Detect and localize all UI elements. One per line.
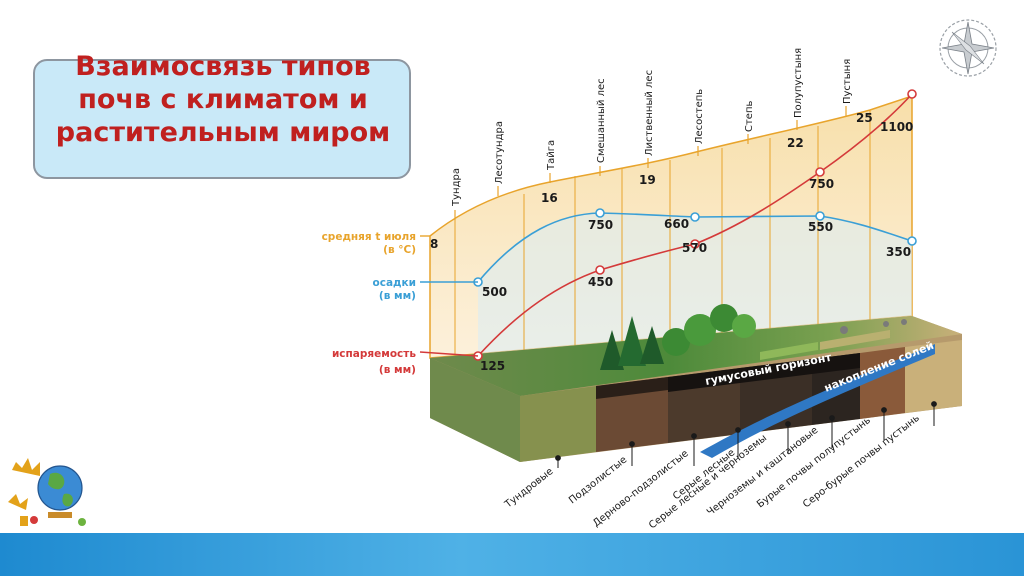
evaporation-value: 450 [588, 275, 613, 289]
temperature-value: 8 [430, 237, 438, 251]
zone-label-forest-tundra: Лесотундра [494, 121, 505, 184]
compass-icon [939, 19, 997, 77]
temperature-value: 22 [787, 136, 804, 150]
footer-band [0, 533, 1024, 576]
ground-left-face [430, 358, 520, 462]
legend-precipitation: осадки [373, 277, 417, 289]
zone-label-mixed-forest: Смешанный лес [596, 78, 607, 163]
soil-profile [520, 340, 962, 462]
zone-label-desert: Пустыня [842, 59, 853, 104]
soil-markers [555, 401, 937, 468]
soil-label: Дерново-подзолистые [591, 448, 691, 529]
title-box [33, 59, 411, 179]
precipitation-value: 500 [482, 285, 507, 299]
zone-label-forest-steppe: Лесостепь [694, 89, 705, 144]
legend-temperature: средняя t июля [322, 231, 416, 243]
evaporation-value: 750 [809, 177, 834, 191]
zone-label-deciduous-forest: Лиственный лес [644, 70, 655, 156]
precipitation-value: 750 [588, 218, 613, 232]
zone-label-tundra: Тундра [451, 168, 462, 207]
zone-label-semi-desert: Полупустыня [793, 48, 804, 118]
evaporation-value: 570 [682, 241, 707, 255]
evaporation-value: 1100 [880, 120, 913, 134]
precipitation-value: 550 [808, 220, 833, 234]
vegetation [600, 304, 907, 370]
precipitation-value: 660 [664, 217, 689, 231]
temperature-value: 16 [541, 191, 558, 205]
legend-evaporation-unit: (в мм) [379, 364, 416, 376]
slide-title: Взаимосвязь типов почв с климатом и раст… [55, 51, 391, 148]
temperature-value: 19 [639, 173, 656, 187]
evaporation-value: 125 [480, 359, 505, 373]
groundwater-band [700, 344, 935, 458]
evaporation-markers [473, 89, 917, 361]
soil-label: Тундровые [502, 466, 555, 511]
legend-evaporation: испаряемость [332, 348, 416, 360]
temperature-value: 25 [856, 111, 873, 125]
ground-top [430, 316, 962, 396]
legend-temperature-unit: (в °C) [383, 244, 416, 256]
zone-label-taiga: Тайга [546, 140, 557, 171]
zone-label-steppe: Степь [744, 101, 755, 132]
zone-ticks [454, 106, 847, 220]
globe-icon [8, 458, 86, 526]
legend-precipitation-unit: (в мм) [379, 290, 416, 302]
precipitation-value: 350 [886, 245, 911, 259]
precipitation-area [478, 213, 912, 356]
